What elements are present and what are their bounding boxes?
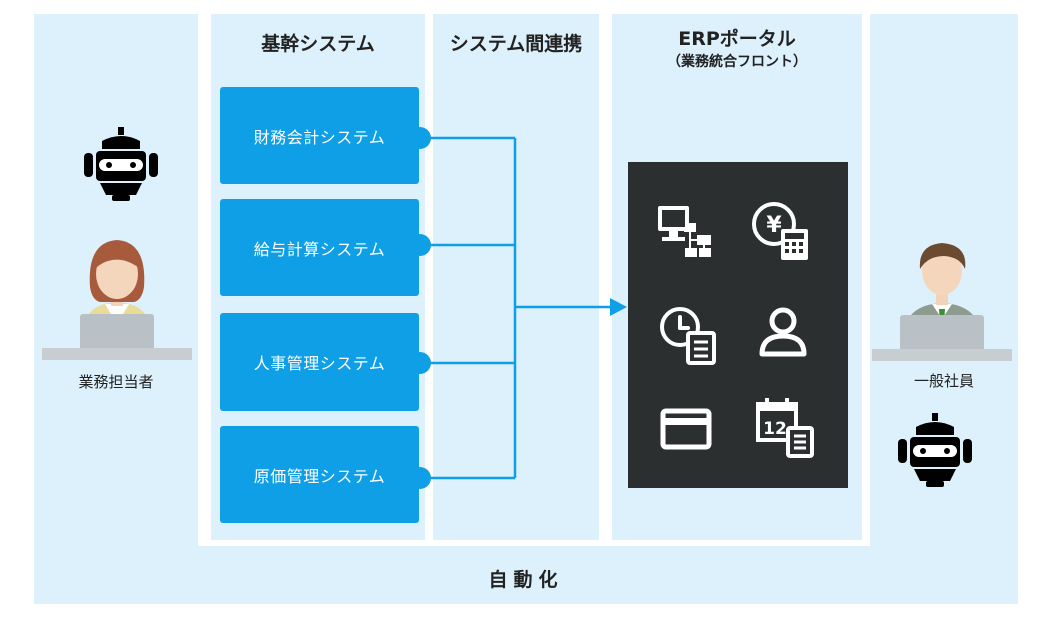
clock-document-icon — [660, 307, 716, 365]
system-box-cost: 原価管理システム — [220, 426, 419, 523]
card-icon — [660, 408, 712, 450]
calendar-number: 12 — [763, 419, 787, 439]
core-systems-title: 基幹システム — [261, 33, 375, 55]
employee-avatar — [872, 243, 1012, 361]
computer-network-icon — [658, 206, 711, 257]
operations-staff-label: 業務担当者 — [78, 373, 154, 391]
calendar-icon: 12 — [756, 398, 814, 458]
system-box-hr: 人事管理システム — [220, 313, 419, 411]
automation-label: 自動化 — [488, 569, 564, 591]
robot-icon — [84, 127, 158, 201]
svg-text:¥: ¥ — [766, 213, 782, 238]
connector-dot — [409, 467, 431, 489]
connector-dot — [409, 234, 431, 256]
employee-label: 一般社員 — [913, 372, 974, 390]
system-box-payroll: 給与計算システム — [220, 199, 419, 296]
connector-dot — [409, 352, 431, 374]
yen-calculator-icon: ¥ — [752, 202, 808, 260]
person-icon — [759, 307, 807, 357]
system-box-finance: 財務会計システム — [220, 87, 419, 184]
integration-title: システム間連携 — [449, 33, 583, 55]
operations-staff-avatar — [42, 240, 192, 360]
portal-subtitle: （業務統合フロント） — [667, 54, 807, 70]
connector-dot — [409, 127, 431, 149]
arrowhead-icon — [610, 298, 627, 316]
robot-icon — [898, 413, 972, 487]
portal-title: ERPポータル — [678, 28, 796, 50]
